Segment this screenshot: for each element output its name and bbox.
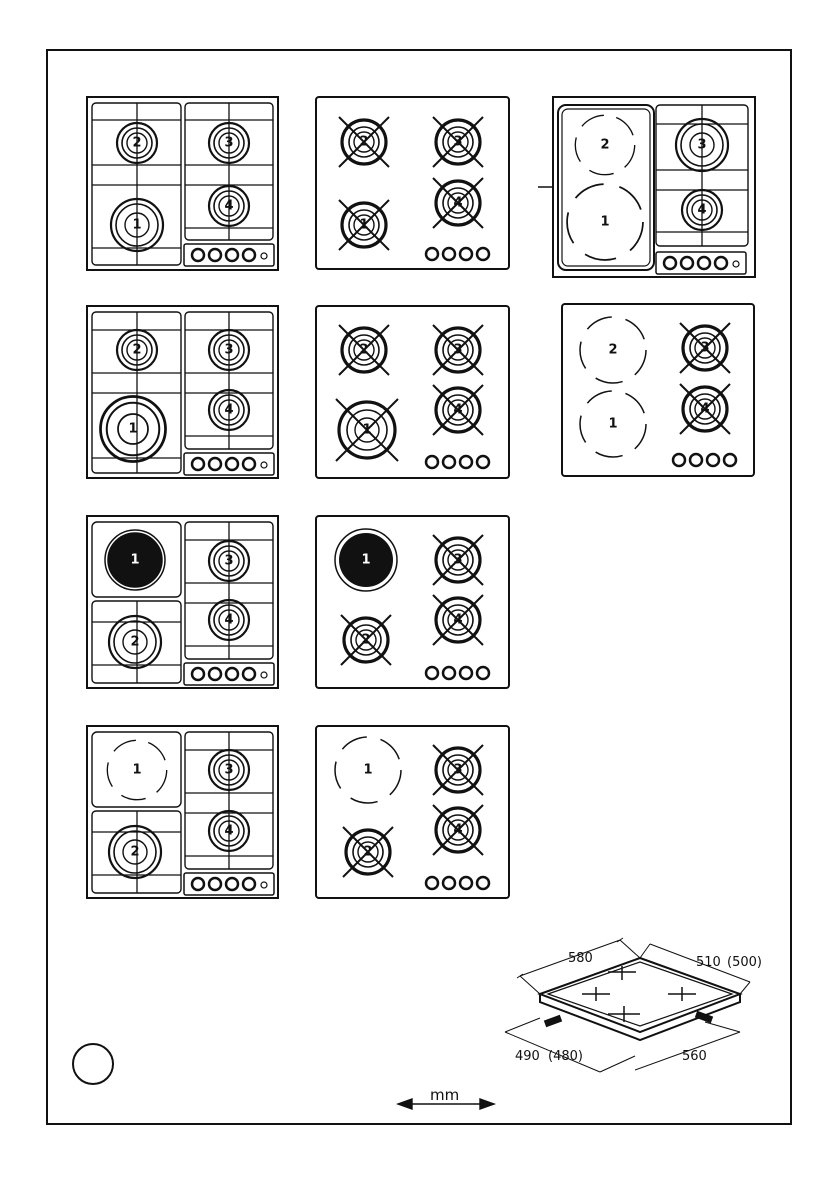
burner-label: 2 <box>132 136 141 151</box>
burner-label: 1 <box>608 417 617 432</box>
burner-label: 4 <box>224 613 233 628</box>
hob-a2 <box>87 306 278 478</box>
unit-label: mm <box>430 1086 459 1104</box>
burner-label: 2 <box>600 138 609 153</box>
burner-label: 2 <box>132 343 141 358</box>
burner-label: 3 <box>224 343 233 358</box>
dim-depth-top: 510 <box>696 955 721 970</box>
burner-label: 3 <box>697 138 706 153</box>
dim-cutout-depth: 490 <box>515 1049 540 1064</box>
burner-label: 1 <box>361 553 370 568</box>
burner-label: 1 <box>132 763 141 778</box>
burner-label: 2 <box>130 635 139 650</box>
hob-b3 <box>316 516 509 688</box>
hob-c2 <box>562 304 754 476</box>
dim-cutout-depth-alt: (480) <box>548 1049 583 1064</box>
hob-a1 <box>87 97 278 270</box>
burner-label: 2 <box>130 845 139 860</box>
burner-label: 3 <box>224 136 233 151</box>
burner-label: 2 <box>359 343 368 358</box>
burner-label: 4 <box>697 203 706 218</box>
dim-depth-top-alt: (500) <box>727 955 762 970</box>
burner-label: 4 <box>700 402 709 417</box>
dim-cutout-width: 560 <box>682 1049 707 1064</box>
burner-label: 4 <box>453 403 462 418</box>
burner-label: 4 <box>224 824 233 839</box>
hob-b1 <box>316 97 509 269</box>
burner-label: 2 <box>361 633 370 648</box>
burner-label: 1 <box>128 422 137 437</box>
burner-label: 3 <box>224 554 233 569</box>
burner-label: 3 <box>224 763 233 778</box>
burner-label: 1 <box>359 218 368 233</box>
burner-label: 2 <box>359 135 368 150</box>
hob-a4 <box>87 726 278 898</box>
burner-label: 2 <box>363 845 372 860</box>
burner-label: 1 <box>362 423 371 438</box>
burner-label: 4 <box>224 403 233 418</box>
burner-label: 4 <box>453 196 462 211</box>
burner-label: 1 <box>363 763 372 778</box>
hob-b2 <box>316 306 509 478</box>
burner-label: 1 <box>600 215 609 230</box>
burner-label: 4 <box>453 823 462 838</box>
burner-label: 3 <box>453 343 462 358</box>
burner-label: 3 <box>700 341 709 356</box>
burner-label: 1 <box>130 553 139 568</box>
dim-width-top: 580 <box>568 951 593 966</box>
burner-label: 4 <box>224 199 233 214</box>
burner-label: 3 <box>453 763 462 778</box>
burner-label: 3 <box>453 135 462 150</box>
hob-a3 <box>87 516 278 688</box>
burner-label: 1 <box>132 218 141 233</box>
hob-b4 <box>316 726 509 898</box>
burner-label: 2 <box>608 343 617 358</box>
hob-c1 <box>538 97 755 277</box>
burner-label: 4 <box>453 613 462 628</box>
burner-label: 3 <box>453 553 462 568</box>
language-marker-circle <box>73 1044 113 1084</box>
